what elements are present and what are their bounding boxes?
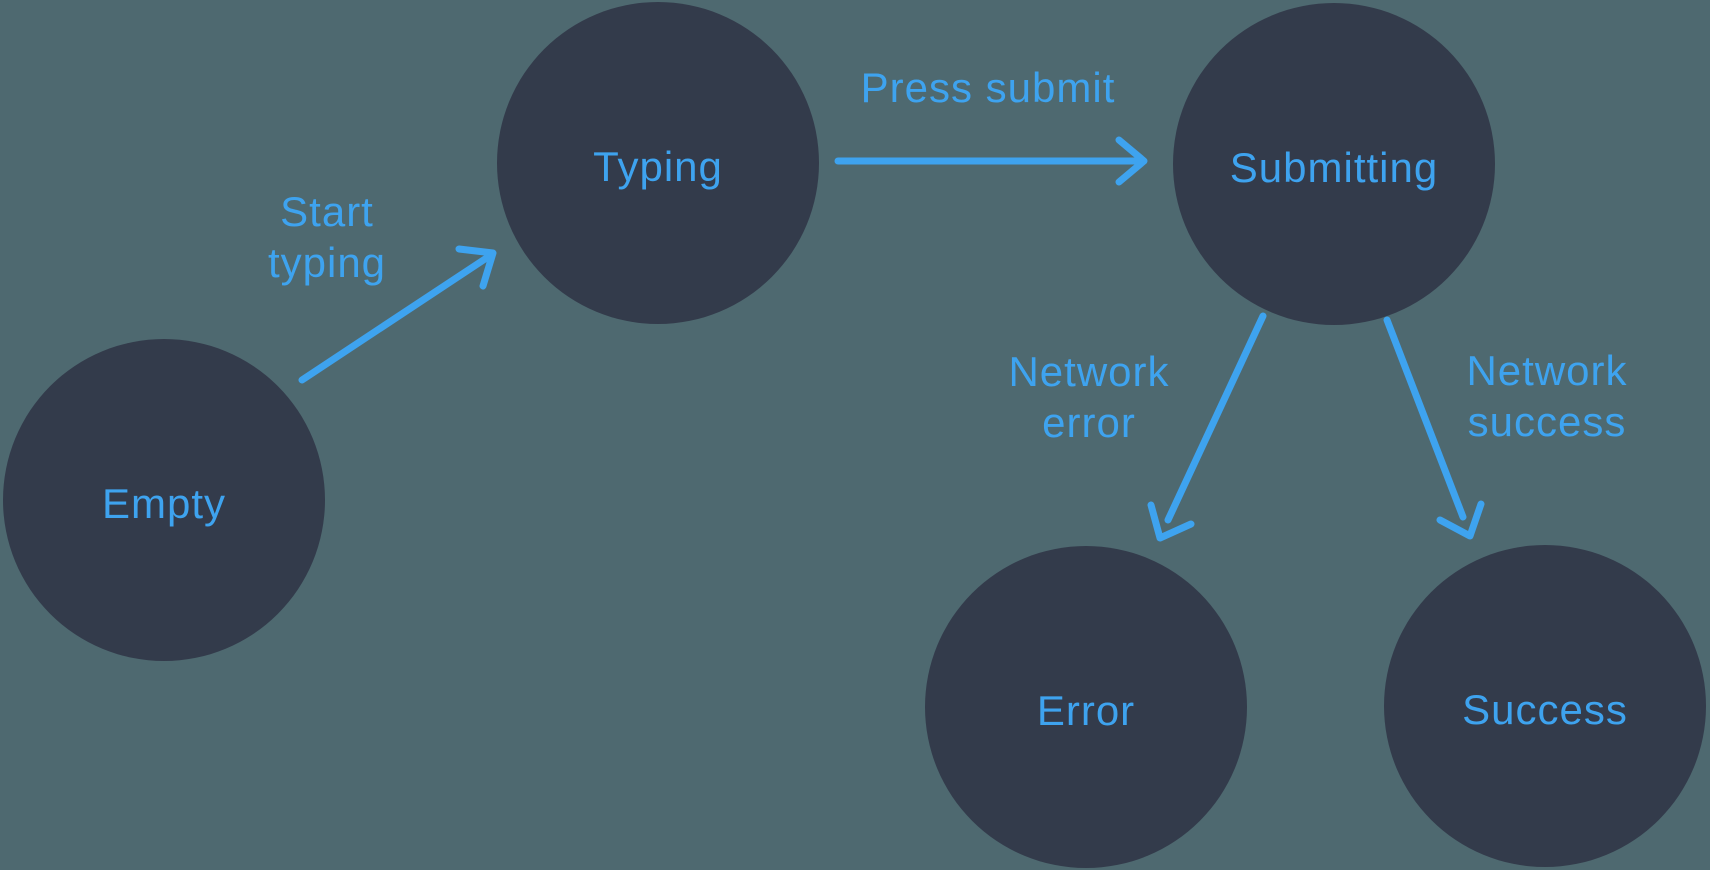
arrow-empty-to-typing	[298, 245, 497, 384]
edge-label-press-submit: Press submit	[861, 62, 1116, 113]
edge-label-network-success: Network success	[1466, 345, 1627, 447]
edge-label-line: error	[1042, 399, 1136, 446]
arrow-shaft	[298, 253, 492, 384]
node-empty: Empty	[3, 339, 325, 661]
edge-label-line: Press submit	[860, 64, 1116, 111]
node-submitting: Submitting	[1173, 3, 1495, 325]
edge-label-line: typing	[267, 239, 387, 286]
arrow-submitting-to-success	[1383, 316, 1485, 540]
arrow-head-icon	[455, 245, 497, 290]
arrow-head-icon	[1115, 136, 1148, 186]
node-label: Typing	[593, 143, 723, 190]
node-label: Empty	[101, 480, 227, 527]
node-success: Success	[1384, 545, 1706, 867]
edge-label-line: Network	[1008, 348, 1170, 395]
node-typing: Typing	[497, 2, 819, 324]
arrow-shaft	[1383, 316, 1467, 521]
arrow-head-icon	[1436, 500, 1485, 540]
edge-label-start-typing: Start typing	[268, 186, 386, 288]
arrow-typing-to-submitting	[834, 136, 1148, 186]
edge-label-line: Network	[1466, 347, 1628, 394]
node-label: Error	[1036, 687, 1136, 734]
arrow-submitting-to-error	[1147, 312, 1267, 542]
edge-label-line: Start	[280, 188, 374, 235]
node-label: Submitting	[1229, 144, 1439, 191]
node-label: Success	[1462, 686, 1628, 733]
arrow-shaft	[1164, 312, 1267, 524]
edge-label-line: success	[1467, 398, 1627, 445]
arrow-head-icon	[1147, 501, 1195, 542]
edge-label-network-error: Network error	[1008, 346, 1169, 448]
node-error: Error	[925, 546, 1247, 868]
